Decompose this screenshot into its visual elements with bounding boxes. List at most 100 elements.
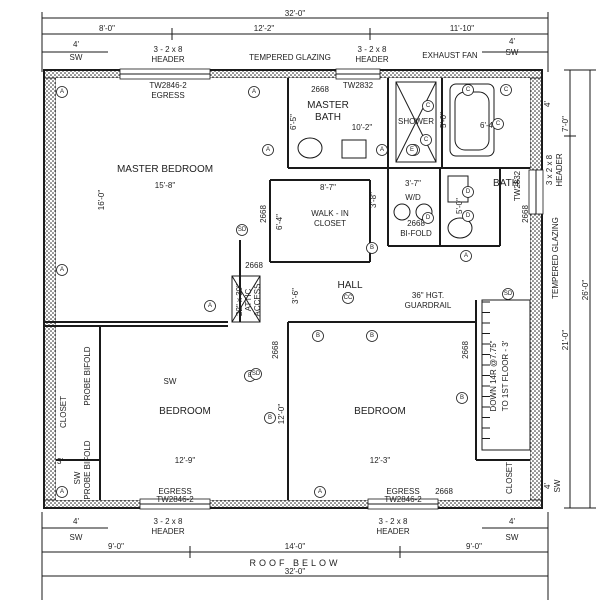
- svg-text:A: A: [208, 303, 212, 309]
- right-dim-7: 7'-0": [561, 116, 570, 132]
- walk-in-dim: 8'-7": [320, 183, 336, 192]
- fixture-tag-d: D: [462, 186, 474, 198]
- room-label-master-bedroom: MASTER BEDROOM: [117, 164, 213, 175]
- fixture-tag-a: A: [56, 264, 68, 276]
- bottom-right-dim: 9'-0": [466, 542, 482, 551]
- room-label-bedroom-1: BEDROOM: [159, 406, 211, 417]
- bottom-sw-left-label: SW: [70, 533, 83, 542]
- top-mid-dim: 12'-2": [254, 24, 275, 33]
- svg-text:A: A: [318, 489, 322, 495]
- header-note-top-right-sub: HEADER: [355, 55, 389, 64]
- window-bed2-code: TW2846-2: [384, 495, 422, 504]
- master-bedroom-depth: 16'-0": [97, 190, 106, 211]
- svg-text:A: A: [252, 89, 256, 95]
- shower-width-dim: 5'-0": [439, 112, 448, 128]
- room-label-hall: HALL: [337, 280, 362, 291]
- door-code-3: 2668: [271, 341, 280, 359]
- bottom-left-dim: 9'-0": [108, 542, 124, 551]
- svg-text:B: B: [370, 245, 374, 251]
- bath-fixtures: [297, 81, 495, 239]
- header-note-bottom-left-sub: HEADER: [151, 527, 185, 536]
- fixture-tag-cc: CC: [342, 292, 354, 304]
- top-right-dim: 11'-10": [450, 24, 474, 33]
- header-note-top-left: 3 - 2 x 8: [154, 45, 183, 54]
- stair-note: DOWN 14R @7.75": [489, 340, 498, 411]
- mb-bath-width-dim: 6'-5": [289, 114, 298, 130]
- svg-text:B: B: [370, 333, 374, 339]
- top-sw-left-dim: 4': [73, 40, 79, 49]
- fixture-tag-d: D: [462, 210, 474, 222]
- fixture-tag-a: A: [56, 86, 68, 98]
- top-dimension-lines: 32'-0" 8'-0" 12'-2" 11'-10" 4' SW 4' SW: [41, 9, 549, 72]
- fixture-tag-c: C: [420, 134, 432, 146]
- stair-note-sub: TO 1ST FLOOR - 3': [501, 340, 510, 411]
- fixture-tag-e: E: [406, 144, 418, 156]
- right-dim-sw: SW: [553, 479, 562, 492]
- room-label-closet-left: CLOSET: [59, 396, 68, 428]
- overall-top-dim: 32'-0": [285, 9, 306, 18]
- svg-text:D: D: [426, 215, 431, 221]
- tempered-glazing-right-note: TEMPERED GLAZING: [551, 217, 560, 299]
- room-label-bath: BATH: [493, 178, 519, 189]
- left-dim-sw: SW: [73, 471, 82, 484]
- svg-text:SD: SD: [504, 291, 513, 297]
- top-sw-right-label: SW: [506, 48, 519, 57]
- svg-text:A: A: [60, 267, 64, 273]
- bottom-sw-right-label: SW: [506, 533, 519, 542]
- fixture-tag-a: A: [248, 86, 260, 98]
- header-note-bottom-left: 3 - 2 x 8: [154, 517, 183, 526]
- master-bath-dim: 10'-2": [352, 123, 373, 132]
- bedroom-2-dim: 12'-3": [370, 456, 391, 465]
- bottom-mid-dim: 14'-0": [285, 542, 306, 551]
- hall-height-dim: 12'-0": [277, 404, 286, 425]
- guardrail-note-sub: GUARDRAIL: [405, 301, 452, 310]
- fixture-tag-c: C: [500, 84, 512, 96]
- bath-width-dim: 6'-4": [480, 121, 496, 130]
- header-note-top-left-sub: HEADER: [151, 55, 185, 64]
- door-code-5: 2668: [435, 487, 453, 496]
- svg-text:D: D: [466, 213, 471, 219]
- bottom-sw-right-dim: 4': [509, 517, 515, 526]
- svg-text:CC: CC: [344, 295, 353, 301]
- bottom-sw-left-dim: 4': [73, 517, 79, 526]
- svg-text:B: B: [248, 373, 252, 379]
- left-dim-3: 3': [57, 457, 63, 466]
- top-left-dim: 8'-0": [99, 24, 115, 33]
- right-dim-26: 26'-0": [581, 280, 590, 301]
- right-dim-bottom: 4': [543, 483, 552, 489]
- fixture-tag-c: C: [462, 84, 474, 96]
- door-code-1: 2668: [245, 261, 263, 270]
- room-label-shower: SHOWER: [398, 117, 434, 126]
- svg-text:C: C: [426, 103, 431, 109]
- svg-text:B: B: [316, 333, 320, 339]
- master-bedroom-width: 15'-8": [155, 181, 176, 190]
- svg-text:A: A: [60, 489, 64, 495]
- door-code-4: 2668: [461, 341, 470, 359]
- bottom-dimension-lines: [41, 512, 549, 600]
- fixture-tag-a: A: [262, 144, 274, 156]
- fixture-tag-b: B: [366, 330, 378, 342]
- fixture-tag-b: B: [264, 412, 276, 424]
- bedroom-1-dim: 12'-9": [175, 456, 196, 465]
- door-code-2: 2668: [259, 205, 268, 223]
- svg-text:C: C: [466, 87, 471, 93]
- fixture-tag-a: A: [314, 486, 326, 498]
- fixture-tag-b: B: [366, 242, 378, 254]
- fixture-tag-sd: SD: [236, 224, 248, 236]
- svg-text:C: C: [496, 121, 501, 127]
- wd-dim: 3'-7": [405, 179, 421, 188]
- wic-width-dim: 6'-4": [275, 214, 284, 230]
- bottom-overall-dim: 32'-0": [285, 567, 306, 576]
- room-label-bedroom-2: BEDROOM: [354, 406, 406, 417]
- svg-text:A: A: [380, 147, 384, 153]
- fixture-tag-sd: SD: [502, 288, 514, 300]
- wd-bifold-label: BI-FOLD: [400, 229, 432, 238]
- svg-text:A: A: [60, 89, 64, 95]
- roof-below-label: ROOF BELOW: [249, 558, 340, 568]
- right-dim-21: 21'-0": [561, 330, 570, 351]
- svg-text:A: A: [266, 147, 270, 153]
- guardrail-note: 36" HGT.: [412, 291, 444, 300]
- svg-text:D: D: [466, 189, 471, 195]
- window-bed2-egress: EGRESS: [386, 487, 419, 496]
